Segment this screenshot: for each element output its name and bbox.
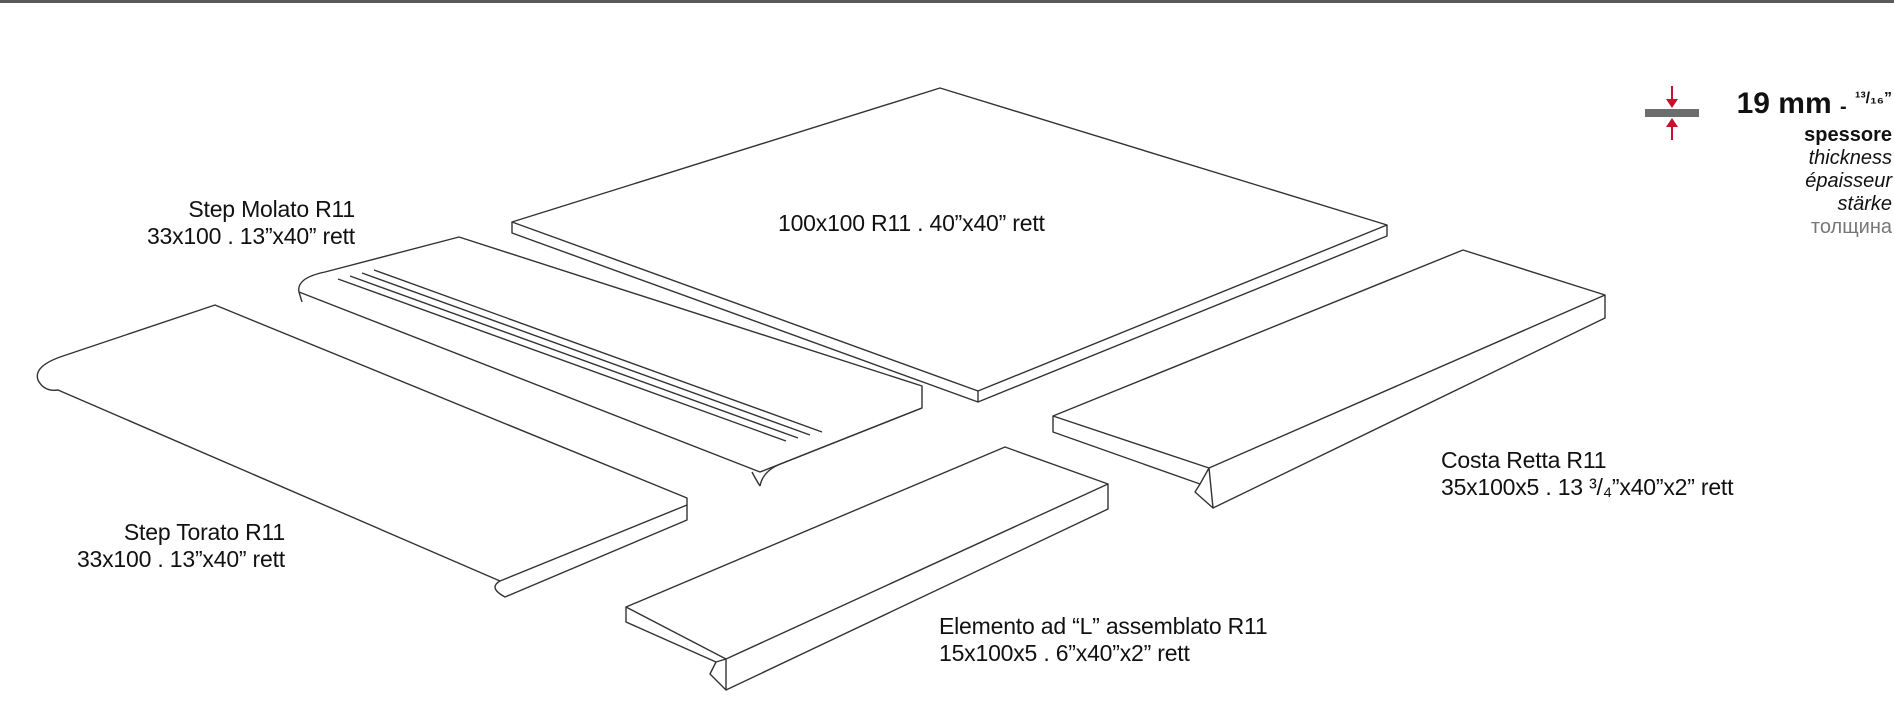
costa-retta-name: Costa Retta R11 [1441, 447, 1607, 473]
thickness-inch: ¹³/₁₆” [1855, 90, 1892, 107]
big-tile-label: 100x100 R11 . 40”x40” rett [778, 210, 1045, 236]
step-torato-label: Step Torato R11 33x100 . 13”x40” rett [77, 519, 285, 573]
costa-retta-drawing [1052, 249, 1606, 509]
step-torato-size: 33x100 . 13”x40” rett [76, 546, 285, 572]
elemento-l-size: 15x100x5 . 6”x40”x2” rett [939, 640, 1190, 666]
step-torato-name: Step Torato R11 [123, 519, 285, 545]
costa-retta-size: 35x100x5 . 13 ³/₄”x40”x2” rett [1441, 474, 1734, 500]
thickness-indicator-icon [1645, 86, 1699, 140]
big-tile-drawing [511, 87, 1388, 403]
thickness-label-ru: толщина [1810, 216, 1892, 238]
thickness-separator: - [1840, 96, 1847, 118]
elemento-l-label: Elemento ad “L” assemblato R11 15x100x5 … [939, 613, 1268, 667]
step-molato-drawing [298, 236, 923, 487]
thickness-value: 19 mm [1736, 87, 1832, 120]
step-torato-drawing [36, 304, 688, 598]
top-rule [0, 0, 1894, 3]
costa-retta-label: Costa Retta R11 35x100x5 . 13 ³/₄”x40”x2… [1441, 447, 1734, 501]
thickness-label-de: stärke [1837, 193, 1892, 215]
thickness-value-row: 19 mm - ¹³/₁₆” [1552, 82, 1892, 124]
step-molato-label: Step Molato R11 33x100 . 13”x40” rett [147, 196, 355, 250]
thickness-info: 19 mm - ¹³/₁₆” spessore thickness épaiss… [1552, 82, 1892, 239]
elemento-l-drawing [625, 446, 1109, 691]
thickness-label-fr: épaisseur [1805, 170, 1892, 192]
step-molato-name: Step Molato R11 [188, 196, 355, 222]
thickness-label-it: spessore [1804, 124, 1892, 146]
step-molato-size: 33x100 . 13”x40” rett [146, 223, 355, 249]
elemento-l-name: Elemento ad “L” assemblato R11 [939, 613, 1268, 639]
thickness-label-en: thickness [1808, 147, 1892, 169]
